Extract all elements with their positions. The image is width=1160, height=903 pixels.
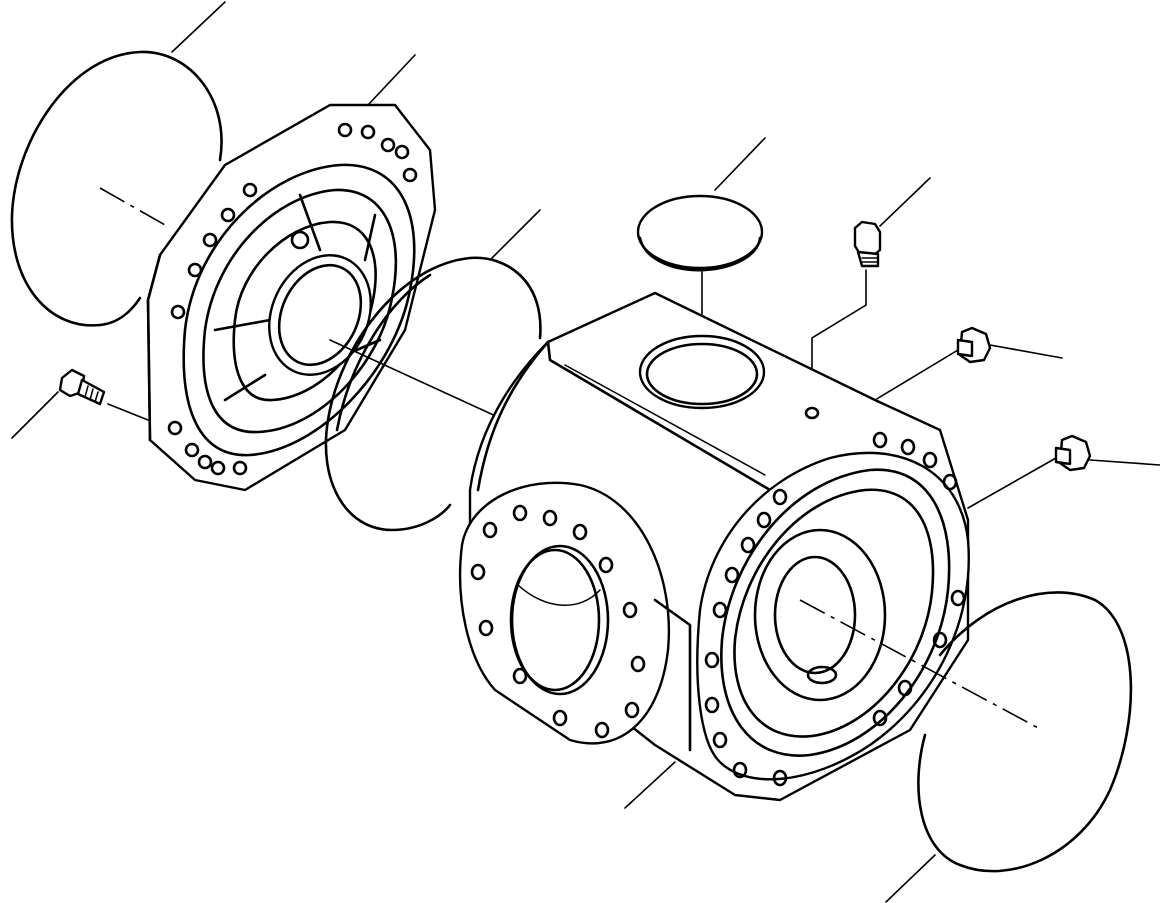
axis-flange [329,339,501,419]
leader-capscrew [11,391,59,439]
o-ring-middle [324,256,542,532]
leader-o-ring-middle [491,209,541,259]
leader-cover-flange [367,54,416,106]
cap-plug [636,194,764,272]
capscrew [58,368,106,406]
leader-breather-fitting [879,177,931,227]
o-ring-right [917,591,1133,873]
leader-plug-lower [1089,459,1160,466]
cover-flange [146,103,437,492]
leader-o-ring-right [885,854,936,903]
leader-plug-upper [989,344,1063,359]
o-ring-left [10,50,223,327]
leader-differential-housing [624,761,676,809]
plug-upper [956,326,992,364]
leader-cap-plug [714,137,766,191]
axis-capscrew [107,403,149,421]
plug-lower [1054,434,1092,472]
breather-fitting [853,220,882,268]
differential-housing [458,291,970,802]
axis-plug-lower [967,457,1057,509]
axis-plug-upper [874,349,959,401]
leader-o-ring-left [171,1,226,53]
